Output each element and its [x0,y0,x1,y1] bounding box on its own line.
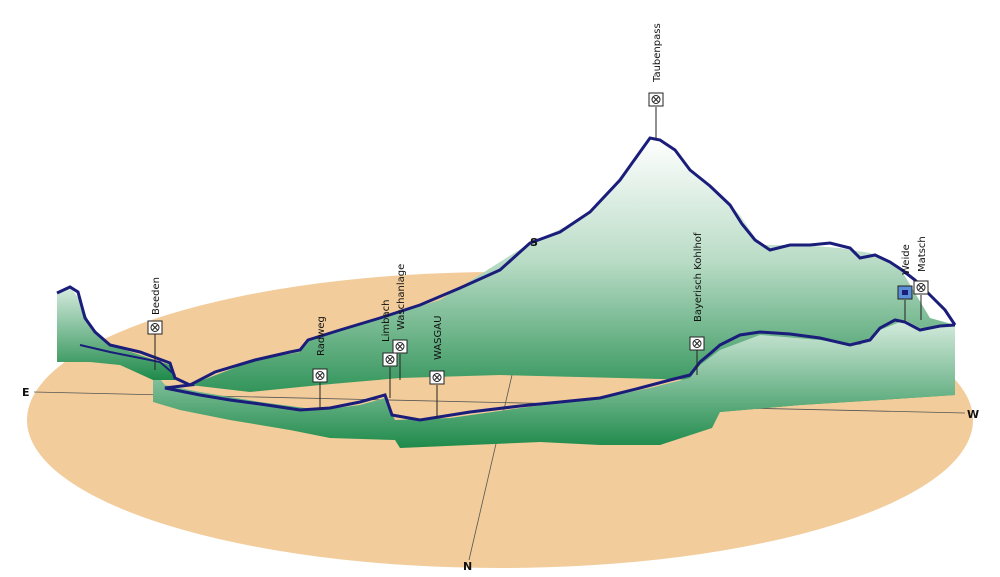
waypoint-waschanlage[interactable]: Waschanlage [392,264,408,380]
waypoint-label: Radweg [316,316,327,356]
waypoint-label: Weide [901,244,912,275]
compass-south-label: S [530,236,538,249]
waypoint-label: Taubenpass [652,23,663,83]
far-track-line [189,136,957,387]
waypoint-label: Waschanlage [396,264,407,330]
waypoint-beeden[interactable]: Beeden [147,277,163,370]
west-start-curtain [57,287,175,380]
waypoint-weide[interactable]: Weide [897,244,913,322]
compass-north-label: N [463,560,472,573]
waypoint-label: Bayerisch Kohlhof [693,232,704,322]
waypoint-limbach[interactable]: Limbach [381,300,398,398]
waypoint-matsch[interactable]: Matsch [913,236,929,320]
waypoint-label: Beeden [151,277,162,315]
compass-east-label: E [22,386,30,399]
waypoint-label: WASGAU [433,316,444,360]
waypoint-label: Limbach [381,300,392,342]
near-track-line [56,285,956,422]
waypoint-label: Matsch [917,236,928,272]
waypoint-bayerisch-kohlhof[interactable]: Bayerisch Kohlhof [689,232,705,375]
waypoint-radweg[interactable]: Radweg [312,316,328,410]
waypoint-taubenpass[interactable]: Taubenpass [648,23,664,138]
left-branch-track [79,344,176,376]
waypoint-wasgau[interactable]: WASGAU [429,316,445,418]
north-south-axis [468,374,513,561]
compass-west-label: W [967,408,979,421]
near-profile-curtain [153,320,955,448]
